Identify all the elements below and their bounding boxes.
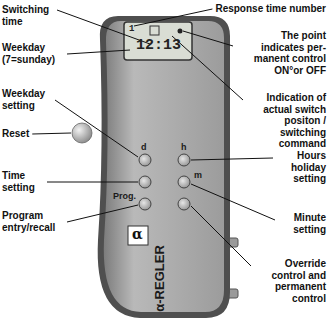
- callout-label: Weekday setting: [2, 88, 52, 111]
- button: [139, 154, 151, 166]
- button: [139, 176, 151, 188]
- button-letter: h: [181, 142, 187, 152]
- leader-line: [191, 184, 275, 220]
- callout-label: Reset: [2, 128, 29, 140]
- leader-line: [67, 50, 130, 54]
- permanent-point: [178, 29, 183, 34]
- lcd-time: 12:13: [136, 37, 181, 54]
- housing-panel: [104, 21, 224, 312]
- leader-line: [191, 158, 273, 160]
- lcd-display: [124, 22, 192, 60]
- button: [178, 176, 190, 188]
- callout-label: The point indicates per- manent control …: [236, 30, 326, 76]
- leader-line: [191, 206, 251, 266]
- callout-label: Switching time: [2, 4, 54, 27]
- callout-label: Hours holiday setting: [276, 150, 326, 185]
- button-letter: m: [194, 170, 202, 180]
- leader-line: [55, 100, 138, 157]
- callout-label: Minute setting: [278, 212, 326, 235]
- callout-label: Time setting: [2, 170, 44, 193]
- callout-label: Response time number: [215, 3, 326, 15]
- leader-line: [134, 9, 212, 26]
- logo-box: [128, 226, 148, 245]
- button: [139, 198, 151, 210]
- button: [178, 198, 190, 210]
- button-letter: d: [141, 142, 147, 152]
- callout-label: Weekday (7=sunday): [2, 42, 64, 65]
- button: [178, 154, 190, 166]
- leader-line: [47, 182, 138, 183]
- leader-line: [172, 36, 243, 100]
- leader-line: [32, 133, 71, 134]
- logo-symbol: α: [132, 226, 143, 242]
- leader-line: [67, 205, 138, 222]
- callout-label: Program entry/recall: [2, 210, 64, 233]
- callout-label: Indication of actual switch positon / sw…: [246, 92, 326, 150]
- leader-line: [183, 31, 233, 46]
- lcd-digit: 1: [129, 24, 134, 34]
- callout-label: Override control and permanent control: [254, 258, 326, 304]
- brand-name: α-REGLER: [153, 245, 168, 312]
- housing-outline: [98, 16, 230, 318]
- lcd-indicator: [150, 26, 159, 35]
- button-letter: Prog.: [113, 191, 136, 201]
- reset-ball: [72, 123, 92, 143]
